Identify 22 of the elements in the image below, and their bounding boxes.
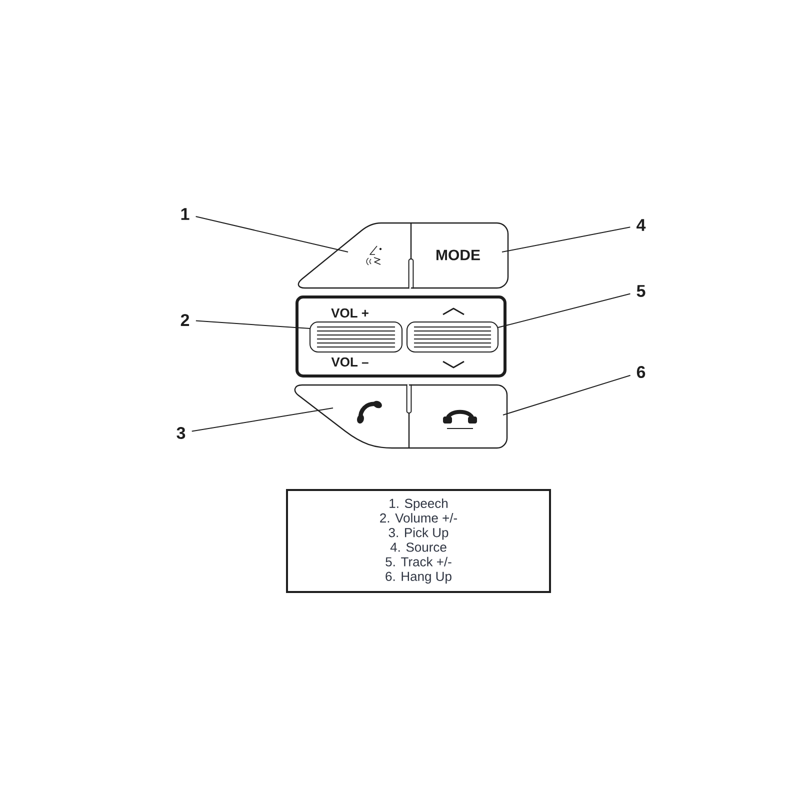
key-box: 1. Speech 2. Volume +/- 3. Pick Up 4. Source 5. Track +/- 6. Hang Up bbox=[286, 489, 551, 593]
callout-number: 3 bbox=[176, 426, 186, 440]
leader-line bbox=[195, 320, 310, 329]
control-panel bbox=[296, 296, 506, 378]
callout-number: 5 bbox=[636, 285, 646, 297]
control-label: VOL – bbox=[331, 357, 368, 367]
leader-line bbox=[195, 216, 348, 252]
callout-number: 1 bbox=[181, 208, 190, 220]
speech-button bbox=[298, 222, 414, 290]
callout-number: 4 bbox=[636, 219, 646, 231]
pickup-button bbox=[294, 384, 412, 449]
control-label: VOL + bbox=[331, 308, 368, 318]
leader-line bbox=[498, 293, 631, 328]
leader-line bbox=[502, 374, 631, 416]
leader-line bbox=[191, 408, 334, 432]
callout-number: 2 bbox=[180, 314, 190, 326]
rocker-switch bbox=[310, 322, 402, 352]
mode-button: MODE bbox=[411, 222, 509, 289]
callout-number: 6 bbox=[636, 366, 646, 378]
rocker-switch bbox=[406, 322, 498, 352]
leader-line bbox=[502, 226, 631, 252]
hangup-button bbox=[409, 384, 508, 449]
